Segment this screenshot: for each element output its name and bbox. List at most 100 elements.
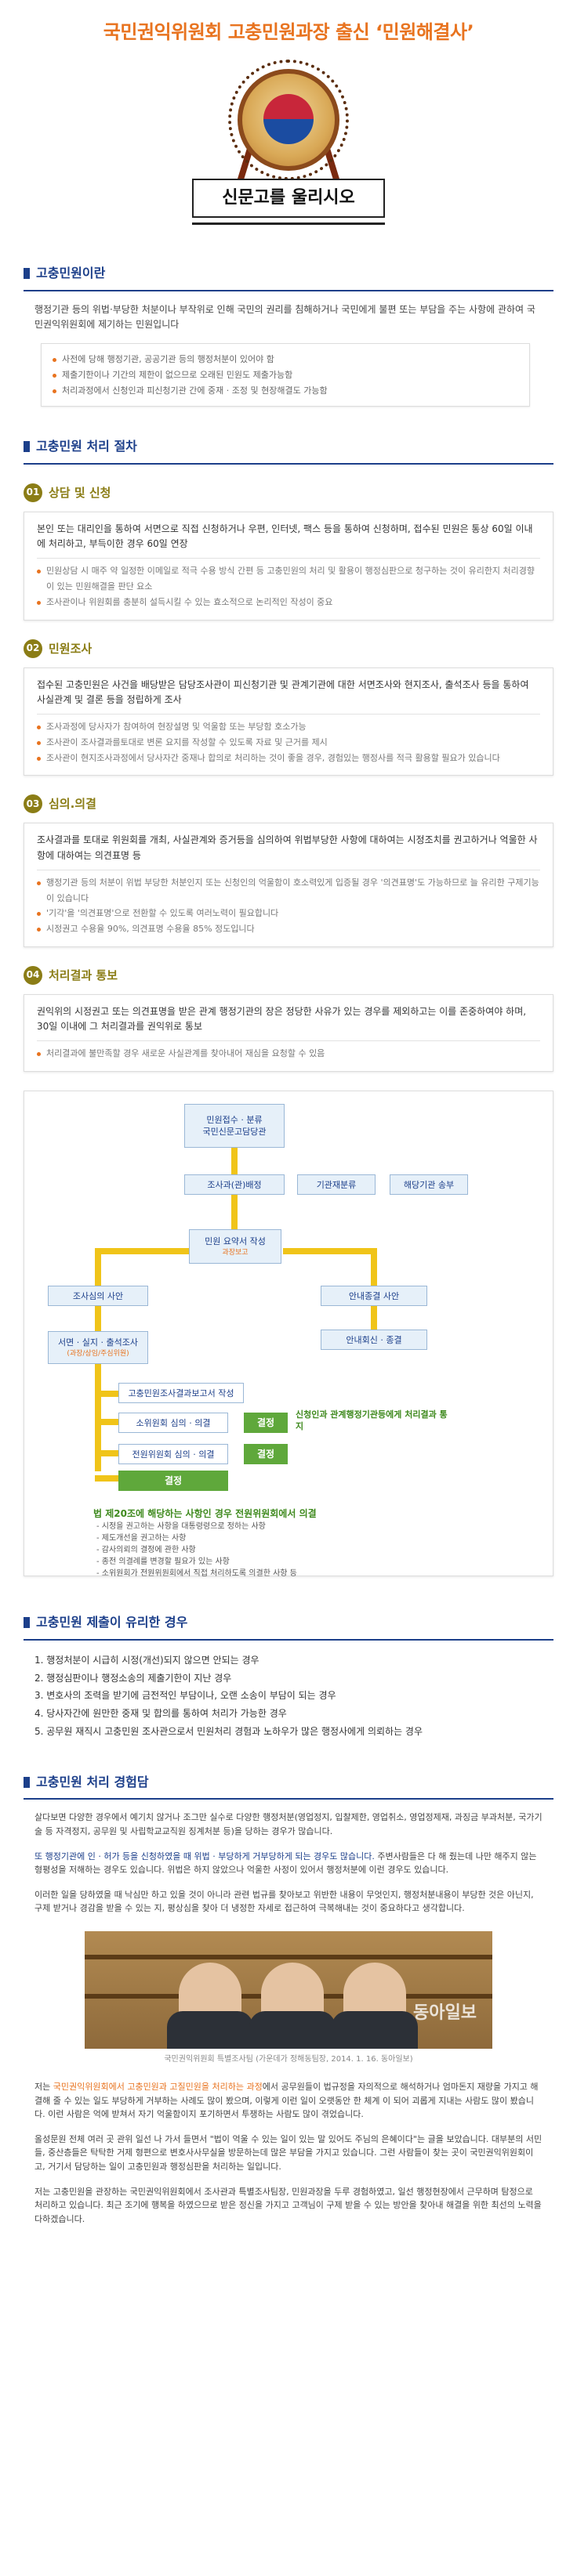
step-lead: 조사결과를 토대로 위원회를 개최, 사실관계와 증거등을 심의하여 위법부당한…: [37, 833, 540, 870]
section-title: 고충민원 처리 절차: [36, 439, 137, 454]
flow-label: 민원 요약서 작성: [205, 1236, 266, 1247]
flow-guide-end: 안내회신 · 종결: [321, 1330, 427, 1351]
flow-notes: - 시정을 권고하는 사항을 대통령령으로 정하는 사항 - 제도개선을 권고하…: [96, 1521, 297, 1579]
paragraph-text: 에서 공무원들이 법규정을 자의적으로 해석하거나 엄마돈지 재량을 가지고 해…: [34, 2081, 539, 2120]
paragraph: 살다보면 다양한 경우에서 예기치 않거나 조그만 실수로 다양한 행정처분(영…: [34, 1812, 543, 1836]
step-lead: 권익위의 시정권고 또는 의견표명을 받은 관계 행정기관의 장은 정당한 사유…: [37, 1004, 540, 1042]
flow-decision-final: 결정: [118, 1471, 228, 1492]
step-lead: 접수된 고충민원은 사건을 배당받은 담당조사관이 피신청기관 및 관계기관에 …: [37, 678, 540, 715]
shelf-decor: [85, 1954, 492, 1959]
step-heading: 01 상담 및 신청: [24, 483, 553, 502]
section-title: 고충민원 처리 경험담: [36, 1774, 149, 1789]
flow-label: 해당기관 송부: [403, 1179, 455, 1190]
heading-bullet-icon: [24, 1776, 30, 1788]
flow-survey: 서면 · 실지 · 출석조사 (과장/상임/주심위원): [48, 1331, 148, 1365]
flow-connector: [95, 1419, 118, 1426]
page: 국민권익위원회 고충민원과장 출신 ‘민원해결사’ 신문고를 울리시오 고충민원…: [0, 0, 577, 2224]
flow-note-title: 법 제20조에 해당하는 사항인 경우 전원위원회에서 의결: [93, 1508, 317, 1520]
flow-notify: 신청인과 관계행정기관등에게 처리결과 통지: [296, 1409, 448, 1431]
flow-label: 국민신문고담당관: [202, 1127, 267, 1138]
flow-label: 조사심의 사안: [72, 1290, 124, 1301]
list-item: 처리과정에서 신청인과 피신청기관 간에 중재 · 조정 및 현장해결도 가능함: [53, 383, 518, 399]
step-number-badge: 01: [24, 483, 42, 502]
flow-full-committee: 전원위원회 심의 · 의결: [118, 1444, 228, 1465]
paragraph: 이러한 일을 당하였을 때 낙심만 하고 있을 것이 아니라 관련 법규를 찾아…: [34, 1889, 534, 1914]
person-suit: [332, 2010, 418, 2049]
list-item: '기각'을 '의견표명'으로 전환할 수 있도록 여러노력이 필요합니다: [37, 906, 540, 921]
paragraph-text: 저는: [34, 2081, 53, 2092]
section-heading: 고충민원이란: [24, 255, 553, 291]
step-title: 심의.의결: [49, 797, 96, 812]
flow-connector: [371, 1248, 377, 1288]
section-desc: 행정기관 등의 위법·부당한 처분이나 부작위로 인해 국민의 권리를 침해하거…: [34, 303, 535, 330]
hero-sign: 신문고를 울리시오: [192, 179, 385, 218]
flow-connector: [283, 1248, 377, 1255]
flow-connector: [95, 1248, 189, 1255]
step-title: 상담 및 신청: [49, 485, 111, 500]
step-number-badge: 04: [24, 966, 42, 986]
step-heading: 03 심의.의결: [24, 794, 553, 814]
person-suit: [167, 2010, 253, 2049]
process-flow-diagram: 민원접수 · 분류 국민신문고담당관 조사과(관)배정 기관재분류 해당기관 송…: [24, 1091, 553, 1579]
flow-label: 기관재분류: [316, 1179, 357, 1190]
heading-bullet-icon: [24, 267, 30, 279]
flow-review: 민원 요약서 작성 과장보고: [189, 1229, 281, 1264]
flow-agency-dist: 기관재분류: [297, 1174, 376, 1196]
list-item: 조사관이 조사결과를토대로 변론 요지를 작성할 수 있도록 자료 및 근거를 …: [37, 735, 540, 751]
hero-title: 국민권익위원회 고충민원과장 출신 ‘민원해결사’: [103, 21, 474, 43]
heading-bullet-icon: [24, 1617, 30, 1629]
flow-decision: 결정: [244, 1413, 288, 1434]
hero-sign-underline: [192, 223, 385, 225]
section-heading: 고충민원 제출이 유리한 경우: [24, 1605, 553, 1641]
flow-label: 소위원회 심의 · 의결: [136, 1417, 211, 1428]
flow-sublabel: 과장보고: [222, 1248, 249, 1257]
list-item: 조사관이나 위원회를 충분히 설득시킬 수 있는 효소적으로 논리적인 작성이 …: [37, 595, 540, 610]
flow-label: 전원위원회 심의 · 의결: [132, 1449, 215, 1460]
paragraph: 저는 국민권익위원회에서 고충민원과 고질민원을 처리하는 과정에서 공무원들이…: [34, 2080, 543, 2122]
team-photo: 동아일보: [85, 1930, 492, 2049]
list-item: 조사과정에 당사자가 참여하여 현장설명 및 억울함 또는 부당함 호소가능: [37, 719, 540, 735]
list-item: 조사관이 현지조사과정에서 당사자간 중재나 합의로 처리하는 것이 좋을 경우…: [37, 751, 540, 766]
step-box: 본인 또는 대리인을 통하여 서면으로 직접 신청하거나 우편, 인터넷, 팩스…: [24, 511, 553, 620]
taeguk-icon: [263, 94, 314, 145]
section-title: 고충민원 제출이 유리한 경우: [36, 1615, 188, 1630]
hero-banner: 국민권익위원회 고충민원과장 출신 ‘민원해결사’ 신문고를 울리시오: [0, 0, 577, 235]
flow-connector: [95, 1475, 118, 1482]
list-item: 처리결과에 불만족할 경우 새로운 사실관계를 찾아내어 재심을 요청할 수 있…: [37, 1046, 540, 1062]
note-item: - 시정을 권고하는 사항을 대통령령으로 정하는 사항: [96, 1522, 266, 1532]
section-heading: 고충민원 처리 경험담: [24, 1764, 553, 1800]
watermark: 동아일보: [413, 2003, 477, 2023]
flow-connector: [371, 1303, 377, 1332]
paragraph: 또 행정기관에 인 · 허가 등을 신청하였을 때 위법 · 부당하게 거부당하…: [34, 1850, 543, 1877]
section-what-is: 고충민원이란 행정기관 등의 위법·부당한 처분이나 부작위로 인해 국민의 권…: [0, 255, 577, 407]
step-heading: 02 민원조사: [24, 639, 553, 658]
flow-connector: [231, 1148, 238, 1177]
flow-receipt: 민원접수 · 분류 국민신문고담당관: [184, 1104, 285, 1149]
flow-label: 민원접수 · 분류: [206, 1114, 263, 1125]
flow-label: 서면 · 실지 · 출석조사: [58, 1337, 138, 1348]
paragraph-text: 주변사람들은 다 해 줬는데 나만 해주지 않는 형평성을 저해하는 경우도 있…: [34, 1851, 537, 1876]
flow-label: 안내종결 사안: [348, 1290, 400, 1301]
highlight-text: 국민권익위원회에서 고충민원과 고질민원을 처리하는 과정: [53, 2081, 263, 2092]
list-item: 제출기한이나 기간의 제한이 없으므로 오래된 민원도 제출가능함: [53, 367, 518, 383]
list-item: 행정기관 등의 처분이 위법 부당한 처분인지 또는 신청인의 억울함이 호소력…: [37, 875, 540, 906]
section-title: 고충민원이란: [36, 266, 106, 280]
flow-connector: [95, 1362, 101, 1472]
flow-connector: [95, 1450, 118, 1457]
flow-label: 안내회신 · 종결: [346, 1334, 402, 1345]
step-number-badge: 02: [24, 639, 42, 658]
info-box: 사전에 당해 행정기관, 공공기관 등의 행정처분이 있어야 함 제출기한이나 …: [41, 342, 530, 407]
flow-inquiry: 조사심의 사안: [48, 1286, 148, 1307]
photo-caption: 국민권익위원회 특별조사팀 (가운데가 정해동팀장, 2014. 1. 16. …: [164, 2054, 413, 2064]
list-item: 민원상담 시 매주 약 일정한 이메일로 적극 수용 방식 간편 등 고충민원의…: [37, 563, 540, 595]
section-procedure: 고충민원 처리 절차 01 상담 및 신청 본인 또는 대리인을 통하여 서면으…: [0, 429, 577, 1579]
heading-bullet-icon: [24, 441, 30, 453]
step-title: 민원조사: [49, 641, 93, 656]
person-suit: [249, 2010, 336, 2049]
flow-investigator: 조사과(관)배정: [184, 1174, 285, 1196]
note-item: - 제도개선을 권고하는 사항: [96, 1534, 187, 1543]
list-item: 3. 변호사의 조력을 받기에 금전적인 부담이나, 오랜 소송이 부담이 되는…: [34, 1690, 336, 1702]
step-lead: 본인 또는 대리인을 통하여 서면으로 직접 신청하거나 우편, 인터넷, 팩스…: [37, 522, 540, 559]
flow-connector: [95, 1391, 118, 1398]
note-item: - 종전 의결례를 변경할 필요가 있는 사항: [96, 1558, 230, 1567]
